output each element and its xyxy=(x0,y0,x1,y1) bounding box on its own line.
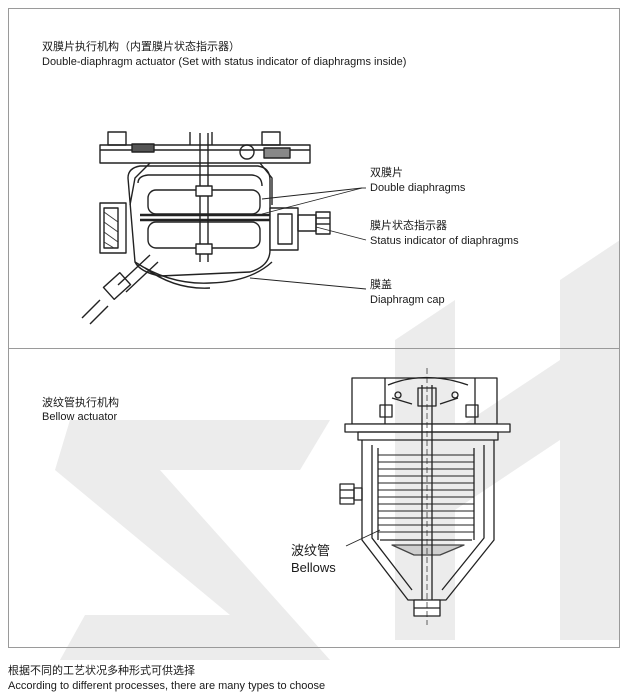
label-double-diaphragms-cn: 双膜片 xyxy=(370,167,403,179)
section1-title-cn: 双膜片执行机构（内置膜片状态指示器） xyxy=(42,41,240,53)
section1-title-en: Double-diaphragm actuator (Set with stat… xyxy=(42,56,407,68)
label-bellows-cn: 波纹管 xyxy=(291,543,331,558)
label-diaphragm-cap-en: Diaphragm cap xyxy=(370,294,445,306)
double-diaphragm-actuator-drawing xyxy=(81,131,367,325)
label-diaphragm-cap-cn: 膜盖 xyxy=(370,279,392,291)
section2-title-en: Bellow actuator xyxy=(42,411,118,423)
footer-cn: 根据不同的工艺状况多种形式可供选择 xyxy=(8,665,195,677)
figure-frame xyxy=(8,8,620,648)
label-bellows-en: Bellows xyxy=(291,560,336,575)
section2-title-cn: 波纹管执行机构 xyxy=(42,397,119,409)
footer-en: According to different processes, there … xyxy=(8,680,326,692)
label-double-diaphragms-en: Double diaphragms xyxy=(370,182,466,194)
label-status-indicator-cn: 膜片状态指示器 xyxy=(370,220,447,232)
section-divider xyxy=(8,348,620,349)
label-status-indicator-en: Status indicator of diaphragms xyxy=(370,235,519,247)
